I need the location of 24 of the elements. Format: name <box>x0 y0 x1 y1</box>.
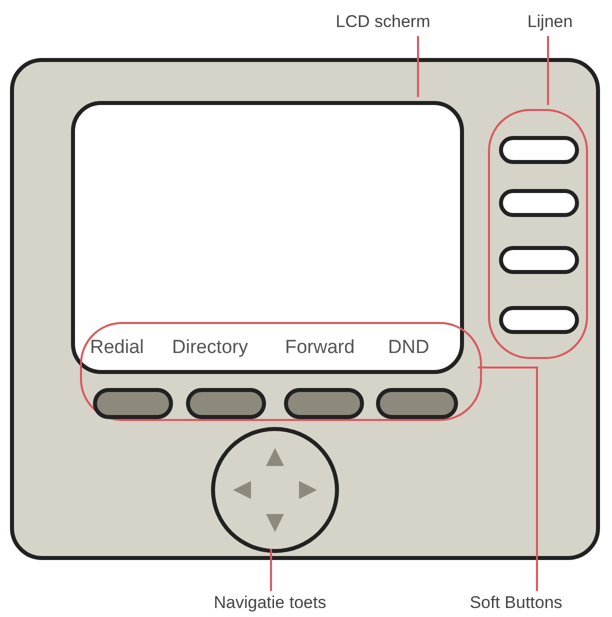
line-key <box>499 136 579 164</box>
leader-line <box>547 36 549 105</box>
line-key <box>499 189 579 217</box>
highlight-outline <box>488 109 588 359</box>
leader-line <box>478 366 538 591</box>
softkey-label: Forward <box>285 336 355 360</box>
callout-label: Soft Buttons <box>468 592 564 614</box>
callout-label: Navigatie toets <box>212 592 328 614</box>
leader-line <box>270 549 272 591</box>
callout-label: LCD scherm <box>334 11 432 33</box>
softkey-label: Redial <box>90 336 144 360</box>
highlight-outline <box>80 322 482 421</box>
lcd-screen <box>71 101 464 374</box>
soft-key <box>93 388 173 419</box>
callout-label: Lijnen <box>526 11 574 33</box>
line-key <box>499 246 579 274</box>
soft-key <box>376 388 458 419</box>
softkey-label: DND <box>388 336 430 360</box>
leader-line <box>417 36 419 97</box>
soft-key <box>284 388 364 419</box>
phone-body <box>10 58 600 560</box>
softkey-label: Directory <box>172 336 248 360</box>
soft-key <box>186 388 266 419</box>
line-key <box>499 306 579 334</box>
